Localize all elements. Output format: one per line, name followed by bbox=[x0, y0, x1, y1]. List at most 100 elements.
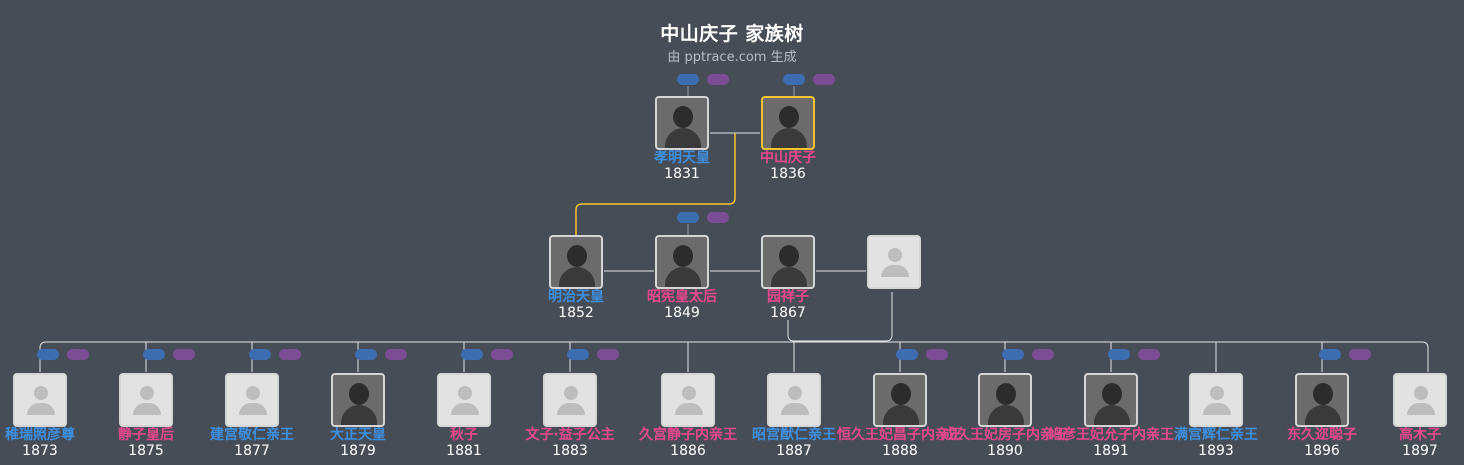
person-year: 1836 bbox=[770, 166, 806, 182]
person-name: 秋子 bbox=[450, 427, 478, 443]
descent-line bbox=[787, 292, 893, 342]
descent-line-highlight bbox=[575, 133, 736, 236]
placeholder-avatar-icon bbox=[119, 373, 173, 427]
person-node[interactable]: 建宫敬仁亲王 1877 bbox=[182, 373, 322, 460]
person-node[interactable]: 稚瑞照彦尊 1873 bbox=[0, 373, 110, 460]
placeholder-avatar-icon bbox=[1393, 373, 1447, 427]
placeholder-avatar-icon bbox=[543, 373, 597, 427]
page-title: 中山庆子 家族树 bbox=[660, 23, 804, 45]
person-photo bbox=[761, 96, 815, 150]
person-name: 孝明天皇 bbox=[654, 150, 710, 166]
person-photo bbox=[655, 235, 709, 289]
person-node[interactable]: 昭宪皇太后 1849 bbox=[612, 235, 752, 322]
parents-toggle[interactable] bbox=[461, 349, 483, 360]
person-year: 1888 bbox=[882, 443, 918, 459]
siblings-toggle[interactable] bbox=[707, 74, 729, 85]
siblings-toggle[interactable] bbox=[597, 349, 619, 360]
person-node-unknown[interactable] bbox=[824, 235, 964, 289]
siblings-toggle[interactable] bbox=[926, 349, 948, 360]
person-node[interactable]: 明治天皇 1852 bbox=[506, 235, 646, 322]
person-node[interactable]: 恒久王妃昌子内亲王 1888 bbox=[830, 373, 970, 460]
parents-toggle[interactable] bbox=[355, 349, 377, 360]
person-year: 1867 bbox=[770, 305, 806, 321]
person-name: 建宫敬仁亲王 bbox=[210, 427, 294, 443]
person-name: 昭宫猷仁亲王 bbox=[752, 427, 836, 443]
person-name: 东久迩聪子 bbox=[1287, 427, 1357, 443]
person-node[interactable]: 高木子 1897 bbox=[1350, 373, 1464, 460]
person-node[interactable]: 满宫辉仁亲王 1893 bbox=[1146, 373, 1286, 460]
person-year: 1896 bbox=[1304, 443, 1340, 459]
siblings-toggle[interactable] bbox=[491, 349, 513, 360]
person-name: 久宫静子内亲王 bbox=[639, 427, 737, 443]
person-name: 园祥子 bbox=[767, 289, 809, 305]
person-node[interactable]: 东久迩聪子 1896 bbox=[1252, 373, 1392, 460]
person-name: 高木子 bbox=[1399, 427, 1441, 443]
person-year: 1831 bbox=[664, 166, 700, 182]
person-node[interactable]: 昭宫猷仁亲王 1887 bbox=[724, 373, 864, 460]
person-photo bbox=[331, 373, 385, 427]
siblings-toggle[interactable] bbox=[1032, 349, 1054, 360]
placeholder-avatar-icon bbox=[661, 373, 715, 427]
person-name: 成久王妃房子内亲王 bbox=[942, 427, 1068, 443]
person-year: 1886 bbox=[670, 443, 706, 459]
person-node[interactable]: 文子·益子公主 1883 bbox=[500, 373, 640, 460]
person-year: 1873 bbox=[22, 443, 58, 459]
siblings-toggle[interactable] bbox=[173, 349, 195, 360]
parents-toggle[interactable] bbox=[1002, 349, 1024, 360]
person-photo bbox=[761, 235, 815, 289]
person-year: 1891 bbox=[1093, 443, 1129, 459]
person-node[interactable]: 大正天皇 1879 bbox=[288, 373, 428, 460]
parents-toggle[interactable] bbox=[249, 349, 271, 360]
placeholder-avatar-icon bbox=[867, 235, 921, 289]
siblings-toggle[interactable] bbox=[1138, 349, 1160, 360]
siblings-toggle[interactable] bbox=[385, 349, 407, 360]
person-node[interactable]: 孝明天皇 1831 bbox=[612, 96, 752, 183]
person-name: 静子皇后 bbox=[118, 427, 174, 443]
siblings-toggle[interactable] bbox=[707, 212, 729, 223]
person-year: 1890 bbox=[987, 443, 1023, 459]
parents-toggle[interactable] bbox=[37, 349, 59, 360]
person-name: 明治天皇 bbox=[548, 289, 604, 305]
parents-toggle[interactable] bbox=[1319, 349, 1341, 360]
person-photo bbox=[549, 235, 603, 289]
person-name: 中山庆子 bbox=[760, 150, 816, 166]
person-photo bbox=[978, 373, 1032, 427]
placeholder-avatar-icon bbox=[225, 373, 279, 427]
person-node[interactable]: 鸠彦王妃允子内亲王 1891 bbox=[1041, 373, 1181, 460]
placeholder-avatar-icon bbox=[767, 373, 821, 427]
parents-toggle[interactable] bbox=[567, 349, 589, 360]
person-photo bbox=[1084, 373, 1138, 427]
parents-toggle[interactable] bbox=[1108, 349, 1130, 360]
placeholder-avatar-icon bbox=[1189, 373, 1243, 427]
siblings-toggle[interactable] bbox=[1349, 349, 1371, 360]
person-node[interactable]: 久宫静子内亲王 1886 bbox=[618, 373, 758, 460]
person-node[interactable]: 秋子 1881 bbox=[394, 373, 534, 460]
person-year: 1881 bbox=[446, 443, 482, 459]
parents-toggle[interactable] bbox=[783, 74, 805, 85]
person-node[interactable]: 园祥子 1867 bbox=[718, 235, 858, 322]
person-year: 1883 bbox=[552, 443, 588, 459]
person-name: 文子·益子公主 bbox=[525, 427, 615, 443]
placeholder-avatar-icon bbox=[13, 373, 67, 427]
person-node[interactable]: 成久王妃房子内亲王 1890 bbox=[935, 373, 1075, 460]
person-photo bbox=[873, 373, 927, 427]
siblings-toggle[interactable] bbox=[67, 349, 89, 360]
person-year: 1893 bbox=[1198, 443, 1234, 459]
sibling-bar bbox=[39, 341, 1429, 372]
parents-toggle[interactable] bbox=[143, 349, 165, 360]
person-year: 1852 bbox=[558, 305, 594, 321]
person-node-focus[interactable]: 中山庆子 1836 bbox=[718, 96, 858, 183]
parents-toggle[interactable] bbox=[896, 349, 918, 360]
siblings-toggle[interactable] bbox=[813, 74, 835, 85]
person-year: 1897 bbox=[1402, 443, 1438, 459]
person-name: 稚瑞照彦尊 bbox=[5, 427, 75, 443]
person-photo bbox=[655, 96, 709, 150]
person-name: 昭宪皇太后 bbox=[647, 289, 717, 305]
person-node[interactable]: 静子皇后 1875 bbox=[76, 373, 216, 460]
person-name: 恒久王妃昌子内亲王 bbox=[837, 427, 963, 443]
person-name: 大正天皇 bbox=[330, 427, 386, 443]
parents-toggle[interactable] bbox=[677, 74, 699, 85]
siblings-toggle[interactable] bbox=[279, 349, 301, 360]
person-year: 1849 bbox=[664, 305, 700, 321]
parents-toggle[interactable] bbox=[677, 212, 699, 223]
